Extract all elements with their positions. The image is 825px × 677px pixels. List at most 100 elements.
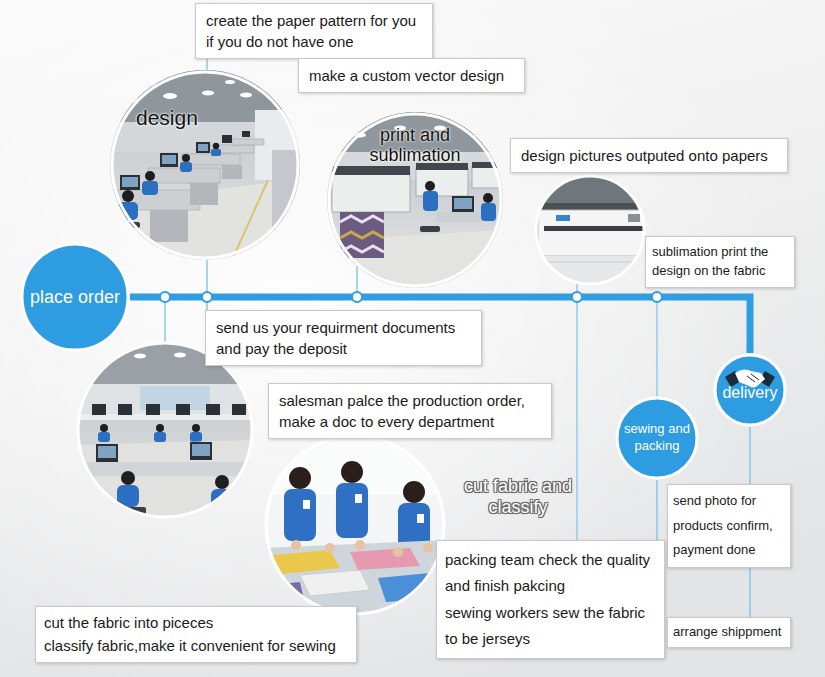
design-office-photo [242,131,250,137]
step-disc [617,398,697,478]
print-room-photo [332,166,410,175]
sales-office-photo [156,424,164,432]
photo-ring [266,436,444,614]
design-office-photo [211,149,221,156]
photo-circle: design [110,70,300,260]
sales-office-photo [192,424,200,432]
cutting-room-photo [291,540,433,557]
cutting-room-photo [417,514,424,523]
callout-text: send us your requirment documents and pa… [216,317,471,359]
callout-text: design pictures outputed onto papers [521,145,777,166]
sales-office-photo [79,492,99,512]
printer-photo [544,226,644,231]
callout-box: cut the fabric into picecesclassify fabr… [35,606,357,663]
printer-photo [545,262,641,263]
timeline-dot [160,292,662,302]
sales-office-photo [215,475,229,489]
callout-box: sublimation print the design on the fabr… [645,236,795,288]
cutting-room-photo [423,543,433,553]
step-disc [22,244,128,350]
timeline-dot [352,292,362,302]
photo-ring [112,72,298,258]
sales-office-photo [77,342,253,518]
printer-photo [535,175,650,288]
print-room-photo [452,196,474,212]
callout-text: create the paper pattern for you if you … [206,10,422,52]
step-label: place order [30,287,120,308]
sales-office-photo [192,444,210,456]
callout-box: arrange shippment [667,617,791,648]
leader-connector [656,480,658,540]
leader-connector [749,427,751,484]
sales-office-photo [146,404,160,415]
design-office-photo [145,82,155,86]
step-disc [715,355,785,425]
callout-text: arrange shippment [673,622,785,643]
stage-label: cut fabric and classify [462,476,574,517]
design-office-photo [122,190,134,202]
step-label: sewing and packing [621,421,693,455]
timeline-dot [652,292,662,302]
design-office-photo [118,149,221,220]
print-room-photo [423,191,438,211]
cutting-room-photo [272,550,340,574]
print-room-photo [420,226,440,232]
sales-office-photo [77,462,253,476]
sales-office-photo [190,432,202,442]
photo-circle: print and sublimation [327,112,503,288]
design-office-photo [213,143,219,149]
print-room-photo [425,181,435,191]
print-room-photo [327,112,503,288]
design-office-photo [275,97,289,103]
timeline-dot [572,292,582,302]
photo-ring [329,114,501,286]
sales-office-photo [176,404,190,415]
design-office-photo [110,178,300,260]
printer-photo [538,210,650,256]
cutting-room-photo [265,435,445,615]
sales-office-photo [80,420,250,432]
sales-office-photo [100,424,200,432]
print-room-photo [416,168,468,196]
design-office-photo [160,153,178,167]
sales-office-photo [77,384,253,414]
callout-text: send photo for products confirm, payment… [673,489,785,563]
cutting-room-photo [303,500,310,509]
design-office-photo [145,171,155,181]
cutting-room-photo [300,570,370,596]
sales-office-photo [118,404,132,415]
design-office-photo [122,144,208,187]
cutting-room-photo [378,572,445,602]
leader-line [164,297,166,343]
leader-connector [749,568,751,617]
sales-office-photo [134,354,146,359]
design-office-photo [222,135,232,143]
design-office-photo [110,70,300,260]
cutting-room-photo [289,467,311,489]
design-office-photo [180,162,192,172]
print-room-photo [327,112,506,288]
design-office-photo [182,154,190,162]
callout-text: make a custom vector design [309,65,514,86]
print-room-photo [472,162,506,168]
sales-office-photo [190,442,212,460]
step-label: print and sublimation [354,126,476,166]
cutting-room-photo [403,481,425,503]
design-office-photo [122,143,219,202]
callout-box: make a custom vector design [298,58,525,93]
step-label: delivery [722,383,777,402]
sales-office-photo [82,471,229,492]
sales-office-photo [98,432,202,442]
cutting-room-photo [341,461,363,483]
design-office-photo [150,210,188,242]
design-office-photo [232,139,264,145]
callout-text: sublimation print the design on the fabr… [652,243,788,281]
timeline-dot [202,292,212,302]
step-circle: place order [20,242,130,352]
circle-outline [110,70,300,260]
callout-text: cut the fabric into piceces [44,612,348,635]
print-room-photo [454,198,472,209]
